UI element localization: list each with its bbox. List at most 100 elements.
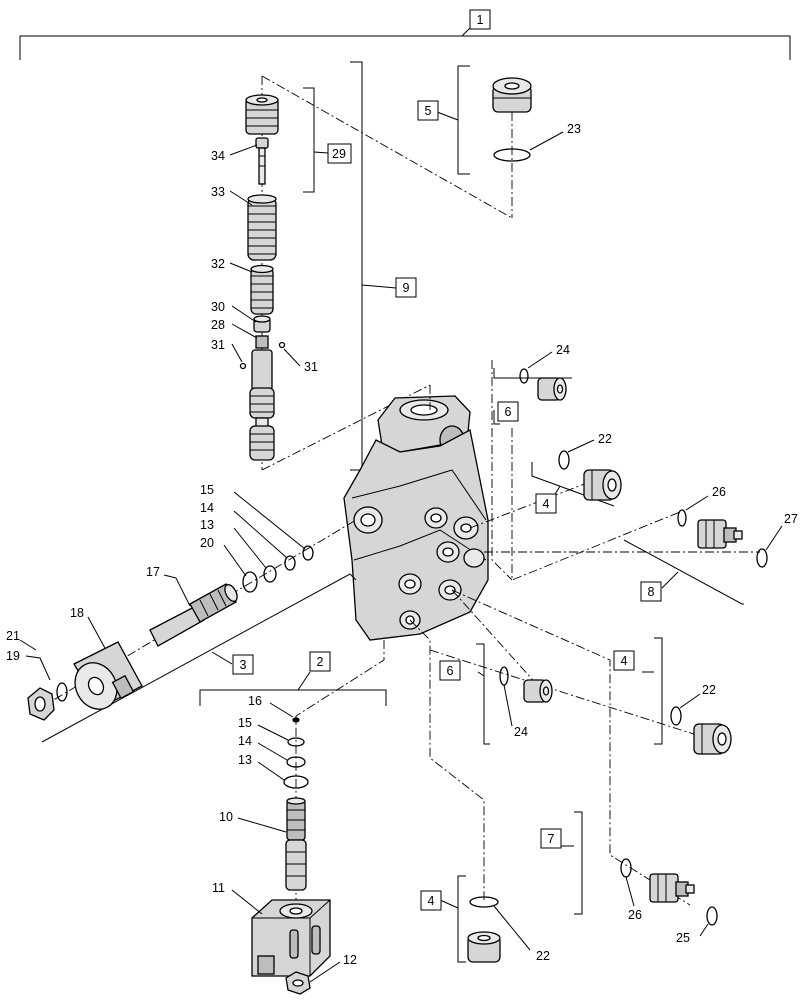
- svg-text:6: 6: [447, 664, 454, 678]
- bracket-6-lower: [476, 643, 490, 745]
- o-ring-22-right-part: [670, 693, 701, 726]
- nut-19-part: [27, 687, 55, 721]
- callout-15-bottom[interactable]: 15: [238, 716, 252, 730]
- callout-31-right[interactable]: 31: [304, 360, 318, 374]
- box-label-9[interactable]: 9: [395, 277, 417, 298]
- svg-text:29: 29: [332, 147, 346, 161]
- plug-lower-part: [523, 679, 553, 703]
- box-label-2[interactable]: 2: [309, 651, 331, 672]
- bracket-3: [41, 573, 357, 743]
- callout-27[interactable]: 27: [784, 512, 798, 526]
- plug-4-upper-part: [583, 469, 622, 501]
- svg-text:6: 6: [505, 405, 512, 419]
- spring-32-part: [250, 264, 274, 315]
- svg-text:3: 3: [240, 658, 247, 672]
- plug-5-part: [492, 77, 532, 113]
- bracket-4-right: [642, 637, 663, 745]
- box-label-4-upper[interactable]: 4: [535, 493, 557, 514]
- bracket-2: [199, 671, 387, 706]
- box-label-8[interactable]: 8: [640, 581, 662, 602]
- spool-body-part: [249, 349, 275, 461]
- callout-26-upper[interactable]: 26: [712, 485, 726, 499]
- callout-34[interactable]: 34: [211, 149, 225, 163]
- svg-text:2: 2: [317, 655, 324, 669]
- callout-16[interactable]: 16: [248, 694, 262, 708]
- o-ring-23-part: [493, 112, 564, 218]
- bottom-leaders: [231, 702, 341, 983]
- callout-12[interactable]: 12: [343, 953, 357, 967]
- box-label-7[interactable]: 7: [540, 828, 562, 849]
- o-ring-15-left-part: [302, 545, 314, 561]
- box-label-3[interactable]: 3: [232, 654, 254, 675]
- box-label-4-bottom[interactable]: 4: [420, 890, 442, 911]
- o-ring-26-upper-part: [677, 495, 709, 527]
- svg-text:4: 4: [428, 894, 435, 908]
- callout-22-upper[interactable]: 22: [598, 432, 612, 446]
- svg-text:5: 5: [425, 104, 432, 118]
- callout-22-right[interactable]: 22: [702, 683, 716, 697]
- callout-17[interactable]: 17: [146, 565, 160, 579]
- callout-25[interactable]: 25: [676, 931, 690, 945]
- svg-text:4: 4: [543, 497, 550, 511]
- callout-11[interactable]: 11: [212, 881, 225, 895]
- cartridge-17-part: [149, 583, 238, 647]
- callout-24-lower[interactable]: 24: [514, 725, 528, 739]
- callout-18[interactable]: 18: [70, 606, 84, 620]
- spool-cap-part: [245, 94, 279, 135]
- bracket-9: [350, 61, 397, 471]
- coil-18-part: [73, 641, 143, 710]
- callout-22-bottom[interactable]: 22: [536, 949, 550, 963]
- callout-13-left[interactable]: 13: [200, 518, 214, 532]
- callout-10[interactable]: 10: [219, 810, 233, 824]
- o-ring-22-upper-part: [558, 439, 595, 470]
- o-ring-20-part: [242, 571, 258, 593]
- svg-text:8: 8: [648, 585, 655, 599]
- o-ring-24-lower-part: [499, 666, 513, 727]
- svg-text:1: 1: [477, 13, 484, 27]
- callout-32[interactable]: 32: [211, 257, 225, 271]
- callout-15-left[interactable]: 15: [200, 483, 214, 497]
- svg-text:4: 4: [621, 654, 628, 668]
- retainer-28-part: [239, 335, 286, 370]
- sensor-7-part: [649, 873, 695, 903]
- plug-4-bottom-part: [467, 931, 501, 963]
- box-label-29[interactable]: 29: [327, 143, 352, 164]
- plug-4-right-part: [693, 723, 732, 755]
- washer-30-part: [253, 315, 271, 333]
- callout-13-bottom[interactable]: 13: [238, 753, 252, 767]
- callout-14-left[interactable]: 14: [200, 501, 214, 515]
- screw-34-part: [255, 137, 269, 185]
- bracket-5: [436, 65, 470, 175]
- callout-14-bottom[interactable]: 14: [238, 734, 252, 748]
- o-ring-26-lower-part: [620, 858, 635, 907]
- o-ring-13-left-part: [263, 565, 277, 583]
- o-ring-14-left-part: [284, 555, 296, 571]
- o-ring-24-upper-part: [519, 351, 553, 384]
- sensor-8-part: [697, 519, 743, 549]
- box-label-1[interactable]: 1: [469, 9, 491, 30]
- callout-31-left[interactable]: 31: [211, 338, 225, 352]
- box-label-4-right[interactable]: 4: [613, 650, 635, 671]
- callout-23[interactable]: 23: [567, 122, 581, 136]
- o-ring-22-bottom-part: [469, 896, 531, 951]
- box-label-6-lower[interactable]: 6: [439, 660, 461, 681]
- bracket-7: [560, 811, 583, 915]
- o-ring-25-part: [699, 906, 718, 937]
- callout-28[interactable]: 28: [211, 318, 225, 332]
- plug-upper-part: [537, 377, 567, 401]
- svg-text:7: 7: [548, 832, 555, 846]
- callout-20[interactable]: 20: [200, 536, 214, 550]
- bracket-8: [623, 539, 744, 605]
- callout-33[interactable]: 33: [211, 185, 225, 199]
- callout-24-upper[interactable]: 24: [556, 343, 570, 357]
- callout-21[interactable]: 21: [6, 629, 20, 643]
- bracket-4-bottom: [439, 875, 466, 963]
- callout-30[interactable]: 30: [211, 300, 225, 314]
- valve-body-part: [343, 395, 489, 641]
- bracket-1: [19, 27, 791, 60]
- callout-26-lower[interactable]: 26: [628, 908, 642, 922]
- box-label-5[interactable]: 5: [417, 100, 439, 121]
- callout-19[interactable]: 19: [6, 649, 20, 663]
- box-label-6-upper[interactable]: 6: [497, 401, 519, 422]
